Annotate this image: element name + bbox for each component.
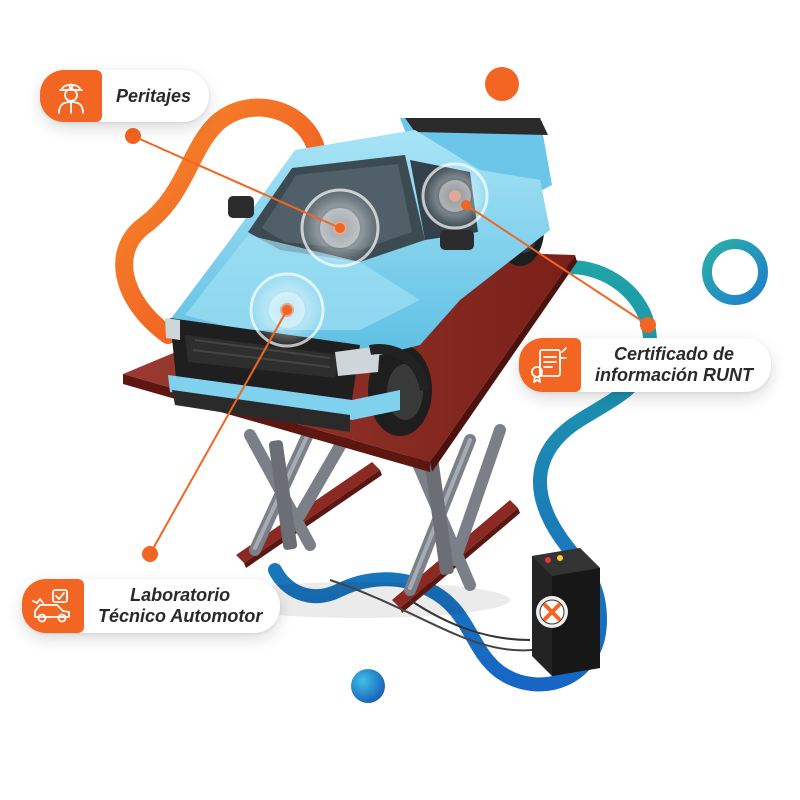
callout-laboratorio-tecnico[interactable]: Laboratorio Técnico Automotor: [22, 579, 281, 633]
callout-label-line-1: Laboratorio: [130, 585, 231, 605]
car-check-icon: [32, 589, 70, 623]
blue-dot-decoration: [351, 669, 385, 703]
orange-wave-decoration: [115, 98, 324, 344]
certificate-icon: [531, 347, 567, 383]
callout-badge: [22, 579, 84, 633]
callout-label: Laboratorio Técnico Automotor: [84, 585, 280, 627]
callout-label-line-2: Técnico Automotor: [98, 606, 263, 626]
callout-certificado-runt[interactable]: Certificado de información RUNT: [519, 338, 772, 392]
orange-dot-decoration: [485, 67, 519, 101]
blue-ring-decoration: [702, 239, 768, 305]
callout-badge: [40, 70, 102, 122]
callout-label: Peritajes: [116, 85, 192, 106]
callout-badge: [519, 338, 581, 392]
callout-label-line-2: información RUNT: [595, 365, 754, 385]
mechanic-icon: [58, 83, 84, 114]
control-box: [532, 548, 600, 676]
callout-label: Certificado de información RUNT: [581, 344, 771, 386]
callout-peritajes[interactable]: Peritajes: [40, 70, 210, 122]
callout-connectors: [125, 128, 656, 562]
callout-label-line-1: Certificado de: [613, 344, 735, 364]
